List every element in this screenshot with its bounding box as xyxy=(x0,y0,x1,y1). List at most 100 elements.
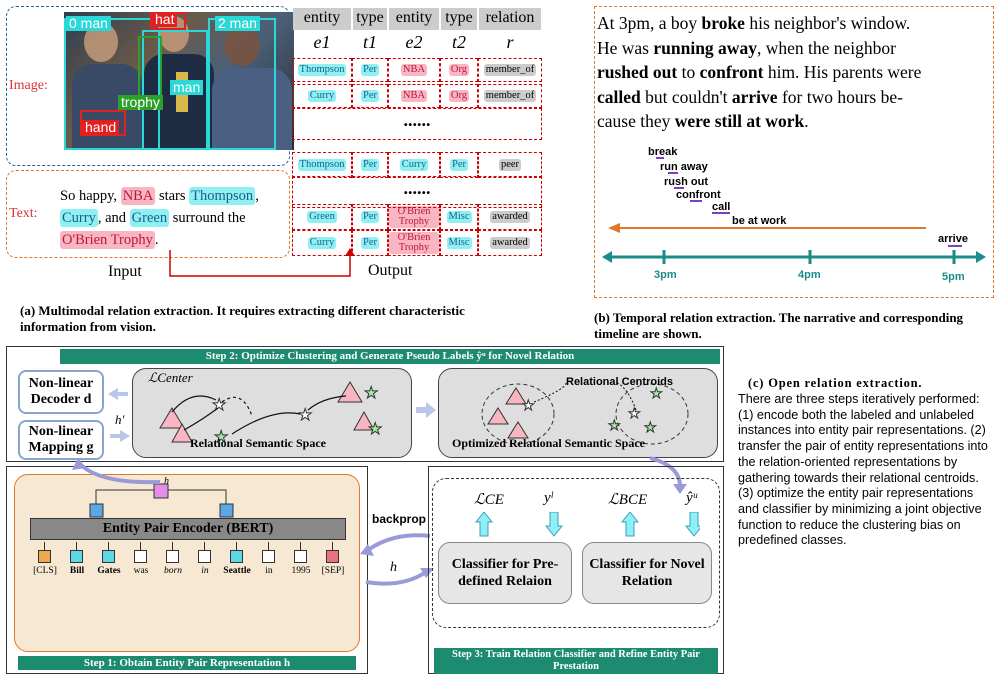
token-embedding xyxy=(70,550,83,563)
loss-arrows xyxy=(474,512,700,537)
token-label: Gates xyxy=(97,566,121,576)
optimized-semantic-space xyxy=(438,368,718,458)
token-embedding xyxy=(102,550,115,563)
table-header: entity xyxy=(293,8,351,30)
caption-a: (a) Multimodal relation extraction. It r… xyxy=(20,303,465,334)
table-cell: Org xyxy=(440,84,478,108)
token-label: in xyxy=(201,566,209,576)
h-prime-label: h' xyxy=(115,412,125,427)
token-embedding xyxy=(262,550,275,563)
token-label: born xyxy=(164,566,182,576)
classifier-predefined: Classifier for Pre-defined Relaion xyxy=(438,542,572,604)
table-header: entity xyxy=(389,8,439,30)
nonlinear-mapping: Non-linear Mapping g xyxy=(18,420,104,460)
token-label: 1995 xyxy=(291,566,311,576)
token-embedding xyxy=(294,550,307,563)
loss-bce-label: ℒBCE xyxy=(608,492,648,508)
token-link xyxy=(300,542,301,550)
token-label: Bill xyxy=(69,566,85,576)
token-link xyxy=(236,542,237,550)
encoder-to-mapping-arrow xyxy=(72,458,161,485)
table-cell: Curry xyxy=(388,152,440,178)
table-cell: Thompson xyxy=(292,58,352,82)
token-link xyxy=(76,542,77,550)
space2-label: Optimized Relational Semantic Space xyxy=(452,436,645,450)
table-cell: Per xyxy=(352,204,388,230)
event-confront: confront xyxy=(676,189,721,201)
classifier-novel: Classifier for Novel Relation xyxy=(582,542,712,604)
center-loss-label: ℒCenter xyxy=(148,370,193,385)
token-embedding xyxy=(230,550,243,563)
table-cell: NBA xyxy=(388,84,440,108)
entity-nba: NBA xyxy=(120,187,156,205)
relational-semantic-space xyxy=(132,368,412,458)
svg-text:★: ★ xyxy=(298,407,312,424)
table-cell: Per xyxy=(352,58,388,82)
entity-curry: Curry xyxy=(60,209,98,227)
token-embedding xyxy=(198,550,211,563)
table-ellipsis-border xyxy=(292,176,542,208)
token-label: Seattle xyxy=(223,566,251,576)
svg-text:★: ★ xyxy=(364,385,378,402)
input-label: Input xyxy=(108,263,142,280)
token-link xyxy=(44,542,45,550)
step3-title: Step 3: Train Relation Classifier and Re… xyxy=(434,648,718,674)
centroids-label: Relational Centroids xyxy=(566,376,673,388)
svg-text:★: ★ xyxy=(368,421,382,438)
bbox-man-2 xyxy=(208,18,276,150)
table-cell: Curry xyxy=(292,230,352,256)
text-label: Text: xyxy=(9,206,38,221)
token-label: [CLS] xyxy=(33,566,57,576)
tick-4pm: 4pm xyxy=(798,269,821,281)
table-cell: Per xyxy=(352,84,388,108)
svg-text:★: ★ xyxy=(214,429,228,446)
entity-thompson: Thompson xyxy=(189,187,256,205)
bbox-label-man-0: 0 man xyxy=(66,16,111,31)
text-region xyxy=(6,170,290,258)
table-cell: Misc xyxy=(440,230,478,256)
event-rush-out: rush out xyxy=(664,176,708,188)
token-link xyxy=(172,542,173,550)
token-embedding xyxy=(166,550,179,563)
space-transition-arrow xyxy=(416,402,436,418)
h-arrow xyxy=(365,568,434,586)
temporal-box xyxy=(594,6,994,298)
backprop-label: backprop xyxy=(372,512,427,526)
table-header: relation xyxy=(479,8,541,30)
token-label: in xyxy=(265,566,273,576)
h-arrow-label: h xyxy=(390,560,397,575)
table-symbol: e1 xyxy=(313,32,331,52)
token-label: was xyxy=(133,566,149,576)
token-link xyxy=(268,542,269,550)
token-link xyxy=(204,542,205,550)
token-embedding xyxy=(326,550,339,563)
table-cell: peer xyxy=(478,152,542,178)
step1-block xyxy=(6,466,368,674)
entity-pair-encoder: Entity Pair Encoder (BERT) xyxy=(30,518,346,540)
table-ellipsis-border xyxy=(292,108,542,140)
output-label: Output xyxy=(368,262,413,279)
token-label: [SEP] xyxy=(321,566,345,576)
timeline: break run away rush out confront call be… xyxy=(602,146,986,283)
loss-ce-label: ℒCE xyxy=(474,492,504,508)
table-cell: Green xyxy=(292,204,352,230)
event-break: break xyxy=(648,146,678,158)
table-symbol: t2 xyxy=(451,32,466,52)
table-cell: awarded xyxy=(478,230,542,256)
image-label: Image: xyxy=(9,78,48,93)
table-symbol: r xyxy=(506,32,514,52)
bbox-label-hat: hat xyxy=(152,12,178,27)
table-ellipsis: ...... xyxy=(403,110,431,130)
svg-text:★: ★ xyxy=(608,419,621,434)
table-cell: O'Brien Trophy xyxy=(388,230,440,256)
token-embedding xyxy=(38,550,51,563)
token-link xyxy=(140,542,141,550)
table-symbol: e2 xyxy=(405,32,423,52)
event-arrive: arrive xyxy=(938,233,968,245)
bbox-hand xyxy=(80,110,126,136)
bbox-man-0 xyxy=(64,18,160,150)
optimized-space-shapes: ★ ★ ★ ★ ★ xyxy=(481,381,689,445)
caption-b: (b) Temporal relation extraction. The na… xyxy=(594,310,964,341)
table-cell: member_of xyxy=(478,84,542,108)
svg-text:★: ★ xyxy=(628,407,641,422)
